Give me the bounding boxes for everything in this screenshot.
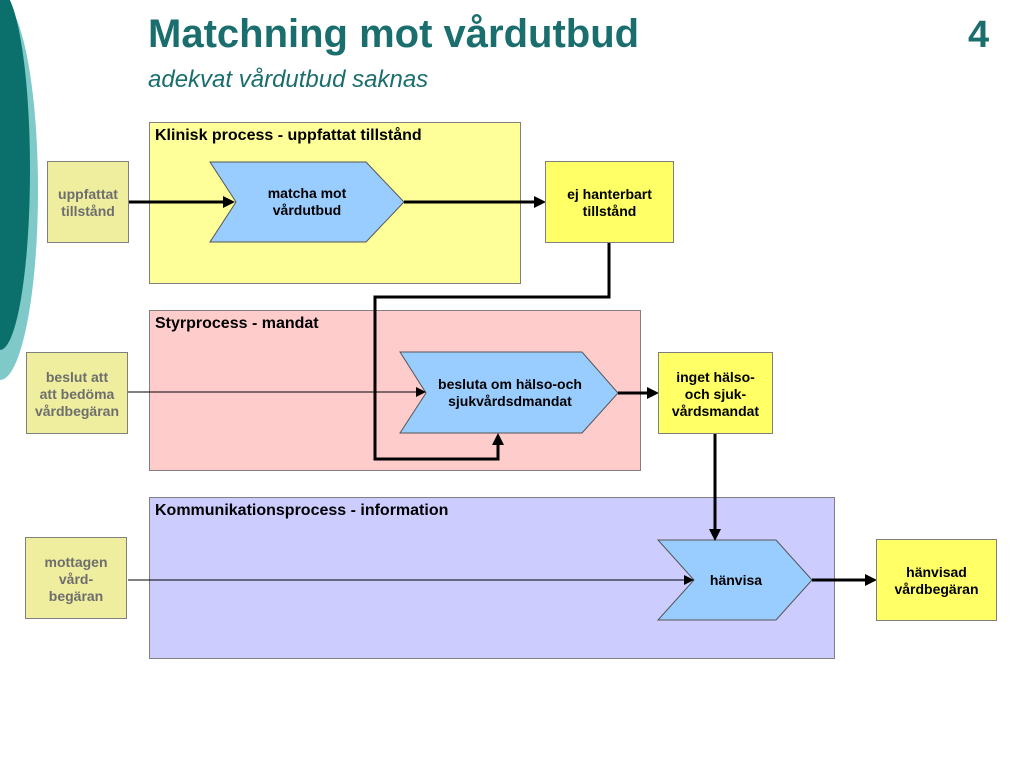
input-mottagen-line-1: mottagen bbox=[44, 554, 108, 570]
input-beslut-line-2: att bedöma bbox=[39, 386, 115, 402]
output-hanvisad-vardbegaran: hänvisad vårdbegäran bbox=[876, 539, 997, 621]
output-inget-mandat-line-2: och sjuk- bbox=[684, 386, 747, 402]
output-hanvisad-line-2: vårdbegäran bbox=[894, 581, 979, 597]
output-ej-hanterbart-tillstand: ej hanterbart tillstånd bbox=[545, 161, 674, 243]
output-inget-mandat: inget hälso- och sjuk- vårdsmandat bbox=[658, 352, 773, 434]
lane-control-label: Styrprocess - mandat bbox=[155, 315, 319, 332]
process-matcha-shape bbox=[209, 161, 405, 243]
slide-number: 4 bbox=[968, 14, 990, 56]
input-mottagen-vardbegaran: mottagen vård- begäran bbox=[25, 537, 127, 619]
output-inget-mandat-line-3: vårdsmandat bbox=[671, 403, 760, 419]
slide-decoration bbox=[0, 0, 38, 380]
arrow-ej-hanterbart-to-besluta bbox=[373, 243, 611, 461]
lane-clinical-label: Klinisk process - uppfattat tillstånd bbox=[155, 127, 422, 144]
lane-communication-label: Kommunikationsprocess - information bbox=[155, 502, 449, 519]
output-ej-hanterbart-line-2: tillstånd bbox=[582, 203, 637, 219]
slide-title: Matchning mot vårdutbud bbox=[148, 12, 640, 56]
process-besluta-label: besluta om hälso-och sjukvårdsdmandat bbox=[418, 375, 602, 411]
output-hanvisad-line-1: hänvisad bbox=[906, 564, 967, 580]
process-matcha-label: matcha mot vårdutbud bbox=[236, 184, 378, 220]
decor-dark-shape bbox=[0, 0, 30, 350]
input-beslut-line-3: vårdbegäran bbox=[34, 403, 120, 419]
input-uppfattat-tillstand: uppfattat tillstånd bbox=[47, 161, 129, 243]
input-mottagen-line-2: vård- bbox=[58, 571, 94, 587]
process-besluta-line-1: besluta om hälso-och bbox=[438, 376, 582, 392]
input-uppfattat-line-2: tillstånd bbox=[61, 203, 115, 219]
process-hanvisa-shape bbox=[656, 539, 813, 621]
process-matcha-line-2: vårdutbud bbox=[272, 202, 342, 218]
process-matcha-line-1: matcha mot bbox=[267, 185, 347, 201]
output-inget-mandat-line-1: inget hälso- bbox=[676, 369, 755, 385]
input-mottagen-line-3: begäran bbox=[48, 588, 104, 604]
slide-subtitle: adekvat vårdutbud saknas bbox=[148, 66, 429, 93]
process-besluta-shape bbox=[399, 351, 619, 434]
input-uppfattat-line-1: uppfattat bbox=[58, 186, 118, 202]
process-hanvisa-line-1: hänvisa bbox=[709, 571, 763, 588]
input-beslut-line-1: beslut att bbox=[45, 369, 109, 385]
process-besluta-line-2: sjukvårdsdmandat bbox=[448, 393, 572, 409]
input-beslut-att-bedoma: beslut att att bedöma vårdbegäran bbox=[26, 352, 128, 434]
process-hanvisa-label: hänvisa bbox=[690, 570, 782, 590]
output-ej-hanterbart-line-1: ej hanterbart bbox=[567, 186, 652, 202]
